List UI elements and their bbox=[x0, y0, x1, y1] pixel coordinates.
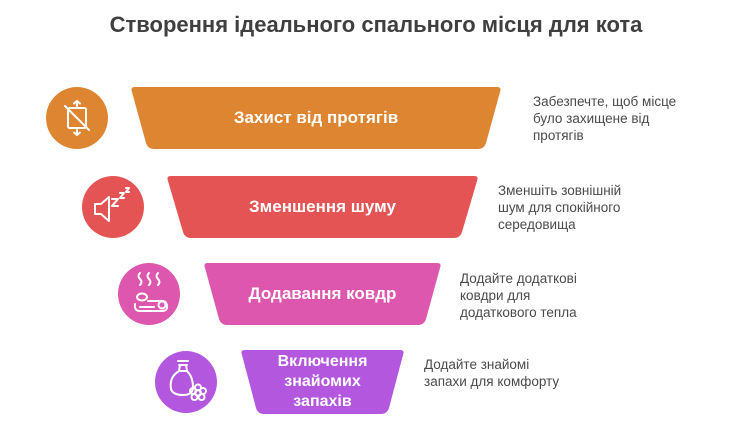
step-3-description: Додайте додаткові ковдри для додаткового… bbox=[460, 271, 577, 320]
step-4-description: Додайте знайомі запахи для комфорту bbox=[424, 357, 560, 389]
funnel-step-2: Зменшення шуму bbox=[166, 176, 479, 238]
step-1-label: Захист від протягів bbox=[233, 108, 399, 127]
step-1-icon-circle bbox=[46, 87, 108, 149]
step-2-icon-circle bbox=[82, 176, 144, 238]
warm-blanket-icon bbox=[118, 263, 180, 325]
page-title: Створення ідеального спального місця для… bbox=[109, 12, 643, 37]
step-3-label: Додавання ковдр bbox=[248, 284, 397, 303]
quiet-speaker-icon bbox=[82, 176, 144, 238]
funnel-step-4: Включення знайомих запахів bbox=[240, 350, 405, 414]
step-2-description: Зменшіть зовнішній шум для спокійного се… bbox=[498, 183, 622, 232]
funnel-step-1: Захист від протягів bbox=[130, 87, 502, 149]
step-2-label: Зменшення шуму bbox=[249, 197, 396, 216]
step-1-description: Забезпечте, щоб місце було захищене від … bbox=[533, 94, 677, 143]
step-4-label: Включення знайомих запахів bbox=[277, 353, 368, 410]
scent-bag-icon bbox=[155, 351, 217, 413]
step-4-icon-circle bbox=[155, 351, 217, 413]
no-draft-icon bbox=[46, 87, 108, 149]
funnel-step-3: Додавання ковдр bbox=[203, 263, 442, 325]
step-3-icon-circle bbox=[118, 263, 180, 325]
